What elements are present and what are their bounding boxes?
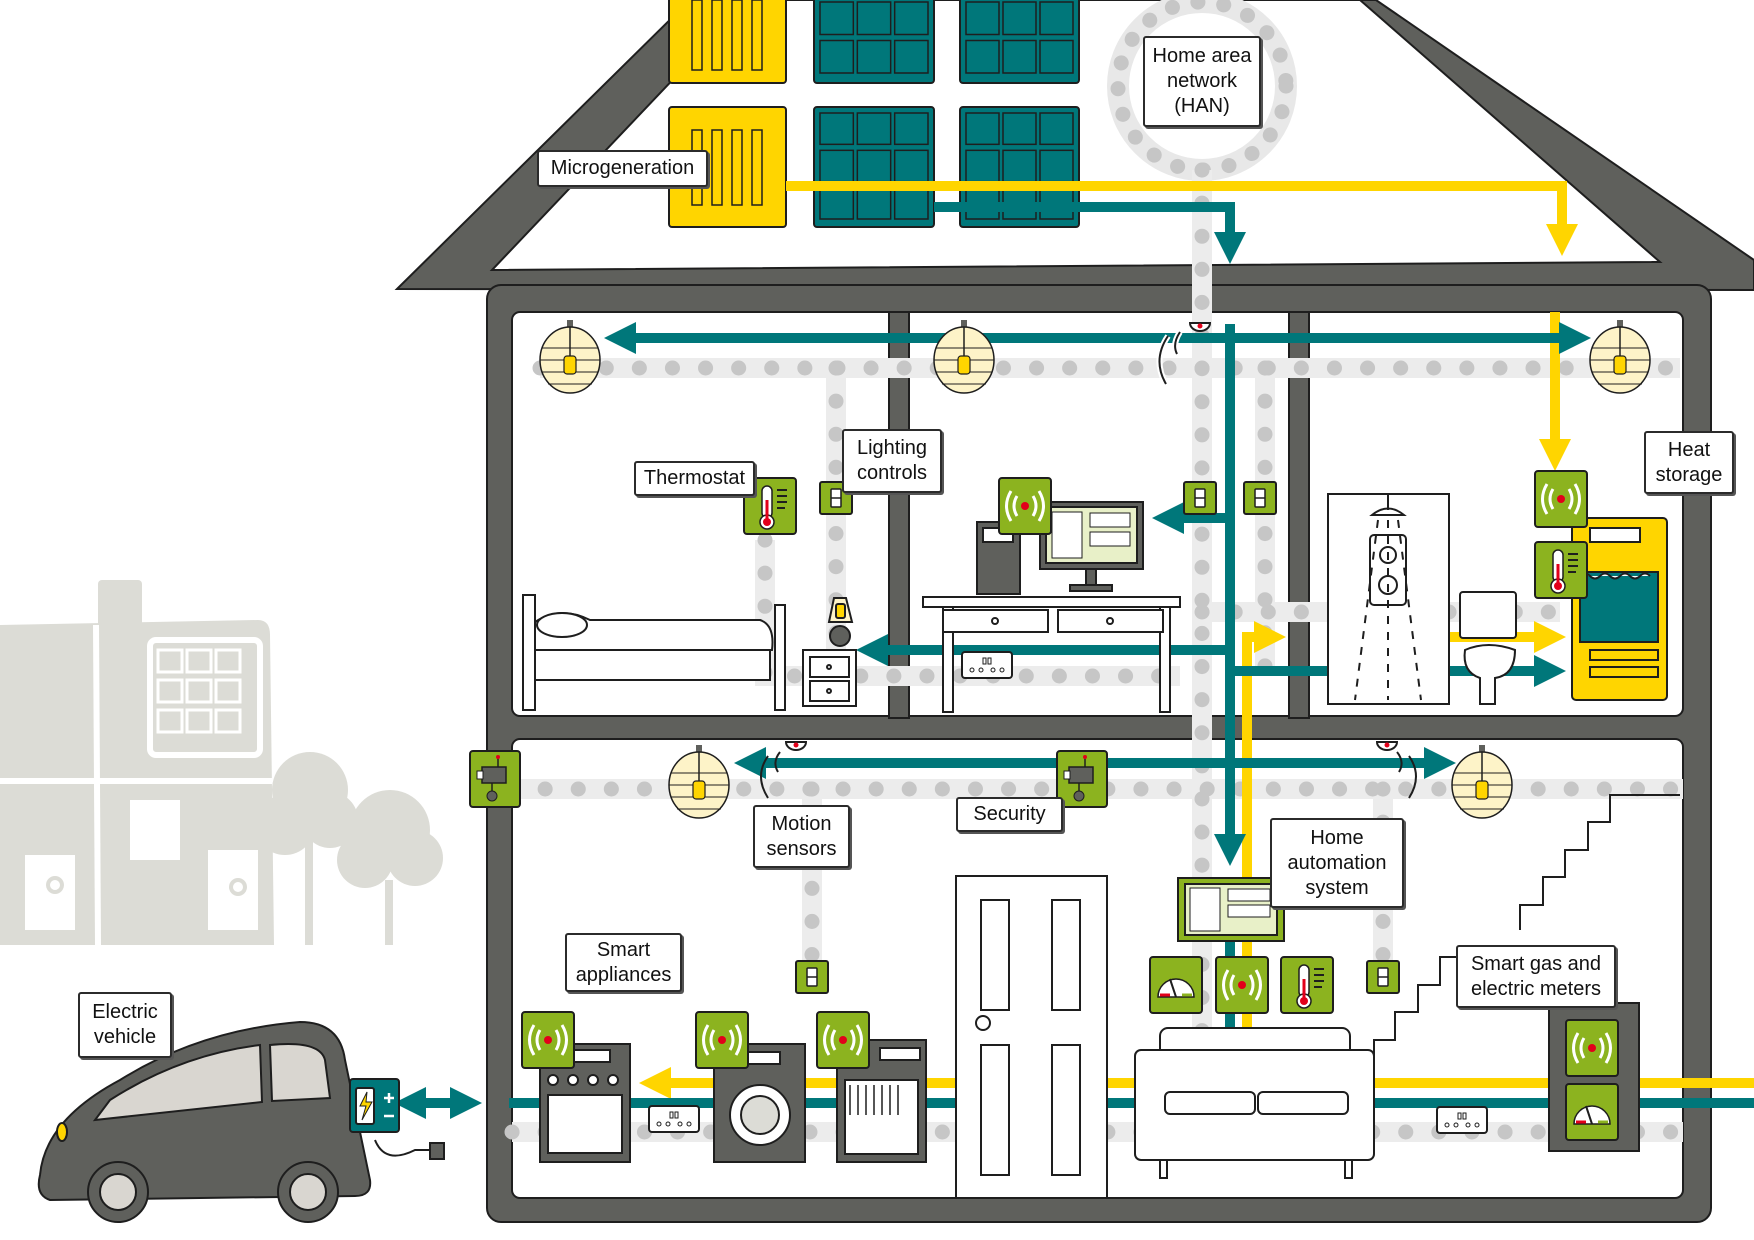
wireless-signal-icon <box>520 1010 576 1070</box>
solar-thermal-feed <box>934 202 1247 265</box>
background-houses <box>0 580 274 946</box>
light-switch-icon <box>1183 481 1217 515</box>
washing-machine <box>713 1043 806 1163</box>
label-thermostat: Thermostat <box>634 461 755 496</box>
motion-sensor-icon <box>1156 322 1212 386</box>
panel-cell <box>893 1 929 36</box>
label-smart-appliances: Smart appliances <box>565 933 682 992</box>
label-line: appliances <box>575 963 672 986</box>
socket-icon <box>961 651 1013 679</box>
smart-appliances <box>539 1039 927 1163</box>
socket-icon <box>648 1105 700 1133</box>
panel-cell <box>1002 1 1037 36</box>
sofa <box>1134 1027 1375 1179</box>
motion-sensors <box>760 322 1417 799</box>
panel-cell <box>1039 39 1074 74</box>
wireless-signal-icon <box>997 476 1053 536</box>
panel-cell <box>1002 112 1037 146</box>
label-line: (HAN) <box>1174 95 1230 117</box>
label-microgeneration: Microgeneration <box>537 150 708 187</box>
panel-cell <box>819 112 855 146</box>
label-line: Smart gas and <box>1470 952 1602 975</box>
label-line: storage <box>1655 463 1723 486</box>
label-smart-meters: Smart gas and electric meters <box>1456 945 1616 1008</box>
panel-cell <box>965 1 1000 36</box>
light-switch-icon <box>795 960 829 994</box>
panel-cell <box>856 39 892 74</box>
home-automation-panel <box>1177 877 1285 942</box>
panel-cell <box>819 39 855 74</box>
microgeneration-panels <box>668 0 1080 228</box>
label-home-area-network: Home area network (HAN) <box>1143 36 1261 127</box>
bathroom <box>1327 493 1517 705</box>
solar-pv-panel <box>668 0 787 228</box>
panel-cell <box>1002 39 1037 74</box>
label-line: sensors <box>766 837 837 860</box>
label-heat-storage: Heat storage <box>1644 431 1734 494</box>
staircase <box>1373 794 1680 1064</box>
panel-cell <box>856 112 892 146</box>
label-line: Heat <box>1667 438 1711 461</box>
panel-cell <box>1039 1 1074 36</box>
label-home-automation-system: Home automation system <box>1270 818 1404 908</box>
wireless-signal-icon <box>1533 469 1589 529</box>
thermometer-icon <box>1534 541 1588 599</box>
label-line: system <box>1305 876 1369 899</box>
label-line: Home area <box>1152 45 1252 67</box>
heat-storage-unit <box>1571 517 1668 701</box>
wireless-signal-icon <box>694 1010 750 1070</box>
light-switch-icon <box>1243 481 1277 515</box>
desk <box>922 596 1181 608</box>
panel-cell <box>965 112 1000 146</box>
panel-cell <box>965 39 1000 74</box>
label-lighting-controls: Lighting controls <box>842 429 942 493</box>
light-switch-icon <box>1366 960 1400 994</box>
wireless-signal-icon <box>1214 955 1270 1015</box>
label-line: Smart <box>596 938 651 961</box>
label-line: vehicle <box>93 1026 157 1048</box>
front-door <box>955 875 1108 1199</box>
label-electric-vehicle: Electric vehicle <box>78 992 172 1058</box>
bed <box>522 594 536 711</box>
dishwasher <box>836 1039 927 1163</box>
label-line: automation <box>1287 851 1387 874</box>
pv-to-heat-storage-pipe <box>786 181 1579 257</box>
socket-icon <box>1436 1106 1488 1134</box>
background-trees <box>255 752 443 945</box>
panel-cell <box>893 112 929 146</box>
label-security: Security <box>956 797 1063 832</box>
label-line: network <box>1166 70 1238 92</box>
label-line: Home <box>1310 826 1364 849</box>
thermometer-icon <box>1280 956 1334 1014</box>
label-line: Motion <box>771 812 832 835</box>
label-line: Microgeneration <box>550 157 695 179</box>
bedroom-furniture <box>522 594 857 711</box>
label-line: electric meters <box>1470 977 1602 1000</box>
motion-sensor-icon <box>760 741 808 799</box>
electric-vehicle <box>37 1020 445 1223</box>
label-line: Electric <box>92 1001 158 1023</box>
panel-cell <box>893 39 929 74</box>
security-camera-icon <box>1056 750 1108 808</box>
meter-gauge-icon <box>1564 1082 1620 1142</box>
meter-gauge-icon <box>1148 955 1204 1015</box>
motion-sensor-icon <box>1375 741 1417 799</box>
label-line: Security <box>973 803 1046 825</box>
label-line: Thermostat <box>643 467 746 489</box>
panel-cell <box>1039 112 1074 146</box>
solar-thermal-panel <box>813 0 1080 228</box>
label-line: controls <box>856 462 928 484</box>
wireless-signal-icon <box>815 1010 871 1070</box>
study-furniture <box>922 501 1181 713</box>
label-line: Lighting <box>856 437 928 459</box>
toilet-cistern <box>1459 591 1517 639</box>
panel-cell <box>856 1 892 36</box>
security-camera-icon <box>469 750 521 808</box>
label-motion-sensors: Motion sensors <box>753 805 850 868</box>
wireless-signal-icon <box>1564 1018 1620 1078</box>
panel-cell <box>819 1 855 36</box>
